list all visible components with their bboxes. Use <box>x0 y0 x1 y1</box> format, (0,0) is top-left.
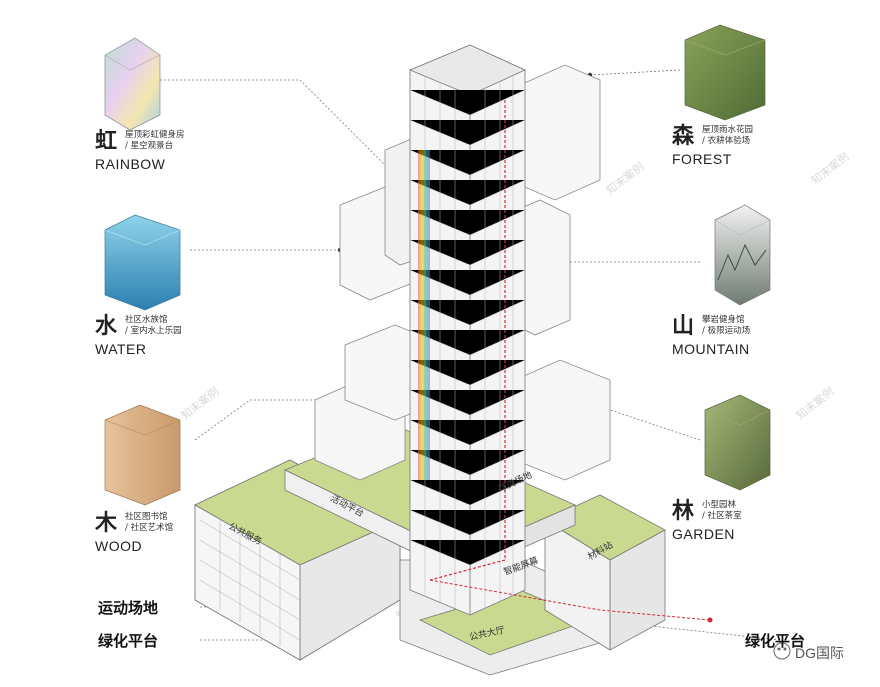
legend-wood: 木 社区图书馆 / 社区艺术馆 WOOD <box>95 510 173 554</box>
mountain-en: MOUNTAIN <box>672 341 750 357</box>
callout-green-platform-right: 绿化平台 <box>745 632 806 650</box>
garden-char: 林 <box>672 498 695 524</box>
forest-desc-2: / 农耕体验场 <box>702 136 751 146</box>
brand-logo <box>773 642 791 660</box>
water-en: WATER <box>95 341 147 357</box>
rainbow-desc-2: / 星空观景台 <box>125 141 174 151</box>
forest-cube <box>684 24 766 121</box>
water-desc-1: 社区水族馆 <box>125 315 168 325</box>
watermark-2: 知末案例 <box>808 149 851 187</box>
rainbow-cube <box>104 37 161 131</box>
wood-desc-2: / 社区艺术馆 <box>125 523 174 533</box>
rainbow-desc-1: 屋顶彩虹健身房 <box>125 130 185 140</box>
mountain-desc-1: 攀岩健身馆 <box>702 315 745 325</box>
garden-desc-1: 小型园林 <box>702 500 737 510</box>
legend-mountain: 山 攀岩健身馆 / 极限运动场 MOUNTAIN <box>672 315 750 357</box>
garden-desc-2: / 社区茶室 <box>702 511 742 521</box>
water-char: 水 <box>95 313 118 339</box>
forest-desc-1: 屋顶雨水花园 <box>702 125 754 135</box>
wood-desc-1: 社区图书馆 <box>125 512 168 522</box>
wood-cube <box>104 404 181 506</box>
water-desc-2: / 室内水上乐园 <box>125 326 182 336</box>
legend-water: 水 社区水族馆 / 室内水上乐园 WATER <box>95 313 182 357</box>
legend-forest: 森 屋顶雨水花园 / 农耕体验场 FOREST <box>672 123 753 167</box>
legend-rainbow: 虹 屋顶彩虹健身房 / 星空观景台 RAINBOW <box>95 128 185 172</box>
brand-name: DG国际 <box>795 645 844 661</box>
callout-green-platform-left: 绿化平台 <box>98 632 159 650</box>
legend-garden: 林 小型园林 / 社区茶室 GARDEN <box>672 498 742 542</box>
watermark-4: 知末案例 <box>793 384 836 422</box>
rainbow-char: 虹 <box>95 128 118 154</box>
mountain-cube <box>714 204 771 306</box>
callout-sports-field: 运动场地 <box>98 599 159 617</box>
watermark-1: 知末案例 <box>603 159 646 197</box>
forest-en: FOREST <box>672 151 732 167</box>
water-cube <box>104 214 181 311</box>
wood-char: 木 <box>95 510 118 536</box>
garden-en: GARDEN <box>672 526 735 542</box>
rainbow-en: RAINBOW <box>95 156 166 172</box>
garden-cube <box>704 394 771 491</box>
watermark-3: 知末案例 <box>178 384 221 422</box>
main-tower <box>408 44 713 623</box>
wood-en: WOOD <box>95 538 143 554</box>
mountain-desc-2: / 极限运动场 <box>702 326 751 336</box>
forest-char: 森 <box>672 123 695 149</box>
mountain-char: 山 <box>672 313 695 339</box>
